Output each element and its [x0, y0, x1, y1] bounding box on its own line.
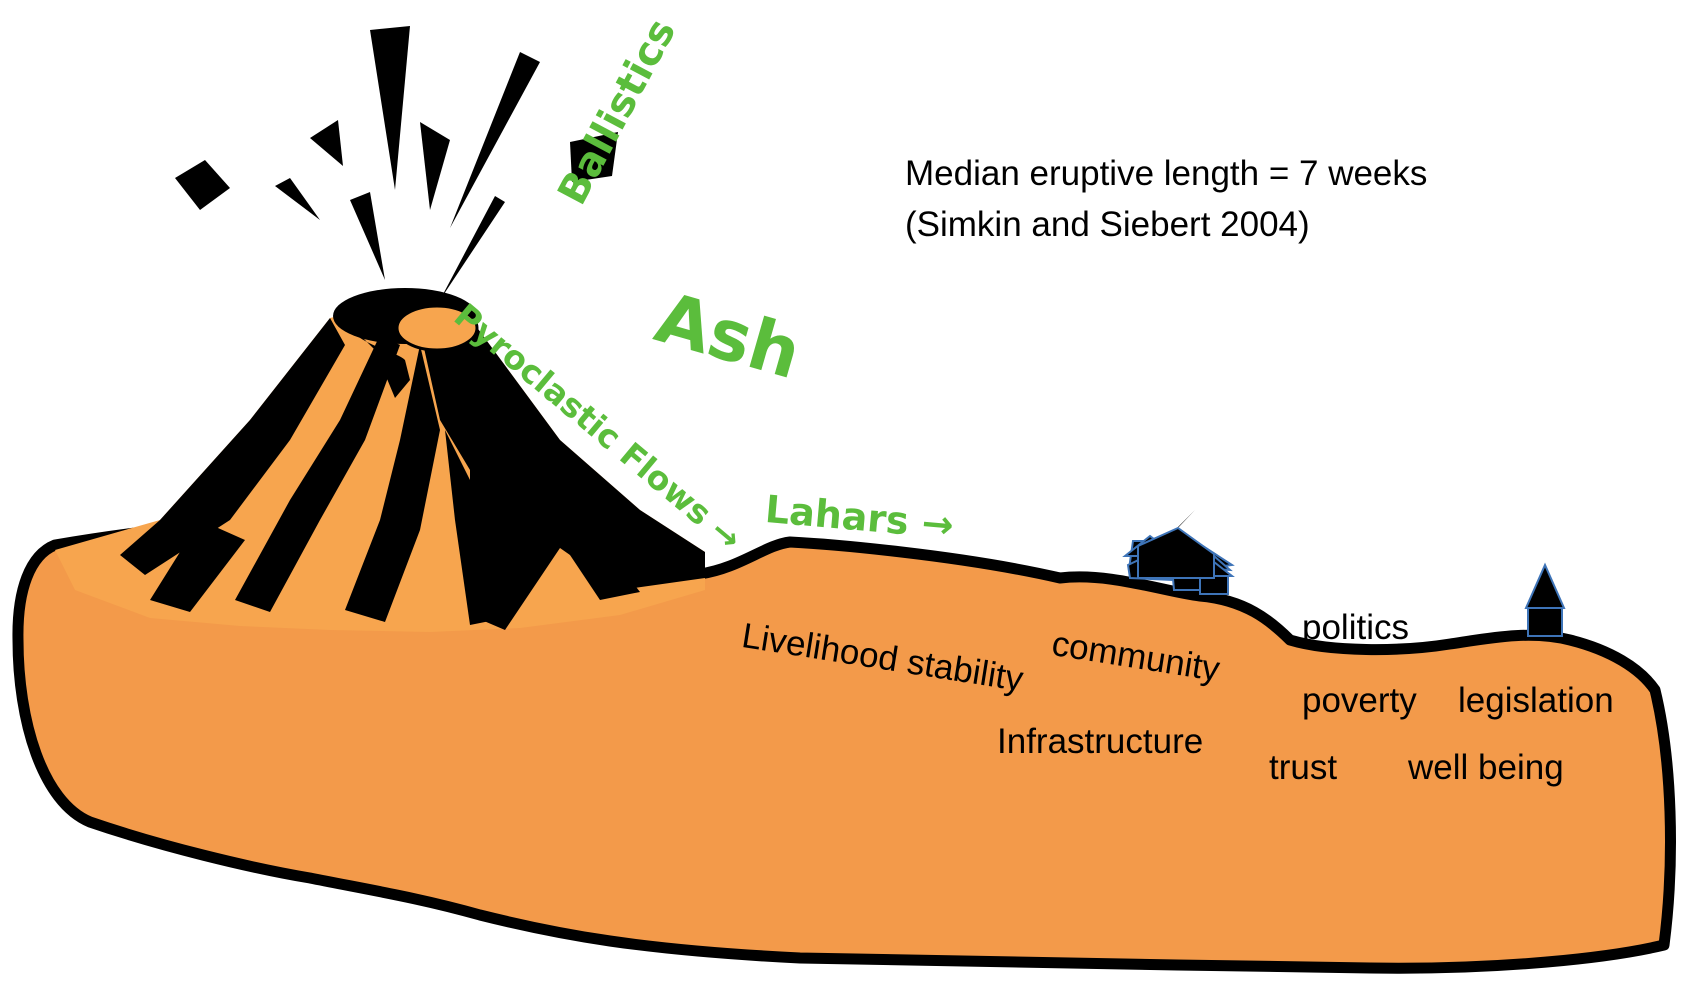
note-line-1: Median eruptive length = 7 weeks — [905, 148, 1427, 199]
factor-well-being: well being — [1408, 750, 1564, 785]
factor-politics: politics — [1302, 610, 1409, 645]
rock-icon — [275, 178, 320, 220]
rock-icon — [420, 122, 450, 210]
ballistic-rocks — [175, 26, 618, 300]
rock-icon — [370, 26, 410, 190]
factor-legislation: legislation — [1458, 683, 1614, 718]
eruption-note: Median eruptive length = 7 weeks (Simkin… — [905, 148, 1427, 250]
factor-trust: trust — [1269, 750, 1337, 785]
rock-icon — [175, 160, 230, 210]
rock-icon — [440, 196, 505, 300]
rock-icon — [310, 120, 343, 166]
note-line-2: (Simkin and Siebert 2004) — [905, 199, 1427, 250]
factor-poverty: poverty — [1302, 683, 1417, 718]
tower-icon — [1526, 565, 1564, 636]
rock-icon — [350, 192, 385, 280]
factor-infrastructure: Infrastructure — [997, 724, 1203, 759]
